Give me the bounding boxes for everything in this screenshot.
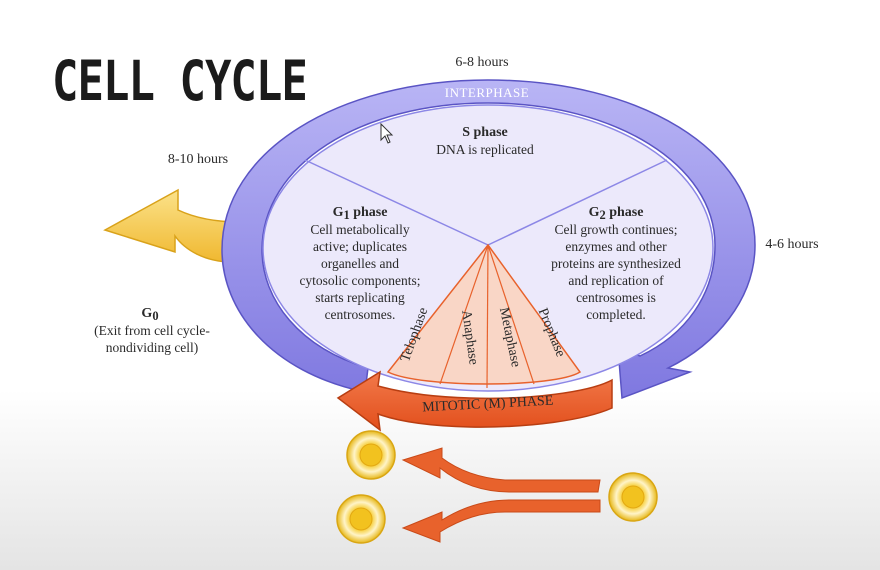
mitotic-wedge [386, 243, 582, 389]
g0-exit-arrow [103, 188, 241, 263]
s-phase-line: DNA is replicated [436, 142, 534, 157]
daughter-cell [346, 430, 396, 480]
g1-phase-duration: 8-10 hours [168, 152, 228, 167]
slide-title: CELL CYCLE [52, 50, 308, 114]
g0-line: (Exit from cell cycle- [94, 323, 210, 338]
g1-phase-line: active; duplicates [313, 239, 407, 254]
g1-phase-line: cytosolic components; [299, 273, 420, 288]
g2-phase-line: enzymes and other [565, 239, 667, 254]
g1-phase-line: starts replicating [315, 290, 405, 305]
interphase-label: INTERPHASE [445, 85, 529, 100]
g2-phase-line: centrosomes is [576, 290, 656, 305]
g2-phase-line: proteins are synthesized [551, 256, 681, 271]
g1-phase-line: Cell metabolically [310, 222, 410, 237]
g2-phase-line: Cell growth continues; [555, 222, 678, 237]
g2-phase-duration: 4-6 hours [765, 237, 818, 252]
interphase-band [221, 79, 756, 400]
mitotic-arrow [336, 370, 613, 432]
g1-phase-line: organelles and [321, 256, 399, 271]
s-phase-heading: S phase [462, 125, 508, 140]
g1-phase-line: centrosomes. [325, 307, 396, 322]
mitotic-phase-label: MITOTIC (M) PHASE [422, 394, 554, 416]
g0-line: nondividing cell) [106, 340, 199, 355]
g2-phase-line: and replication of [568, 273, 664, 288]
g1-phase-heading: G1 phase [333, 205, 388, 222]
parent-cell [608, 472, 658, 522]
s-phase-duration: 6-8 hours [455, 55, 508, 70]
g2-phase-heading: G2 phase [589, 205, 644, 222]
cell-division-arrow [401, 447, 601, 543]
g2-phase-line: completed. [586, 307, 646, 322]
daughter-cell [336, 494, 386, 544]
g0-heading: G0 [141, 306, 158, 323]
mouse-cursor-icon [380, 122, 394, 144]
